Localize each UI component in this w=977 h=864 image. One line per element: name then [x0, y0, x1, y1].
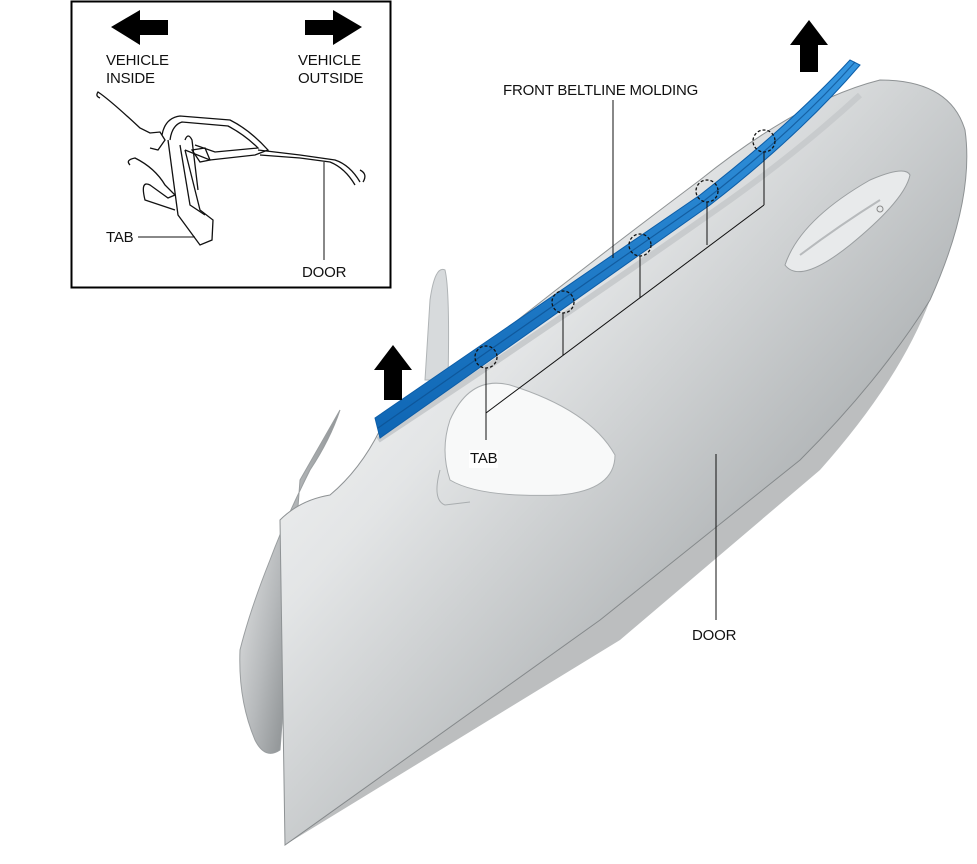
door-illustration	[239, 59, 968, 846]
door-label: DOOR	[692, 627, 737, 644]
inset-door-label: DOOR	[302, 264, 347, 281]
arrow-right-icon	[305, 10, 362, 45]
molding-label: FRONT BELTLINE MOLDING	[503, 82, 699, 99]
vehicle-outside-label: VEHICLE OUTSIDE	[298, 52, 364, 87]
molding-section-drawing	[96, 91, 366, 246]
tab-label: TAB	[469, 450, 499, 468]
vehicle-inside-label: VEHICLE INSIDE	[106, 52, 169, 87]
inset-tab-label: TAB	[106, 229, 134, 246]
mirror-stalk	[424, 268, 450, 381]
inset-frame	[70, 0, 392, 289]
arrow-up-icon-front	[374, 345, 412, 400]
inset-cross-section	[70, 0, 392, 289]
tab-leader-bracket	[485, 204, 765, 414]
front-beltline-molding	[374, 59, 861, 439]
arrow-up-icon-rear	[790, 20, 828, 72]
arrow-left-icon	[111, 10, 168, 45]
